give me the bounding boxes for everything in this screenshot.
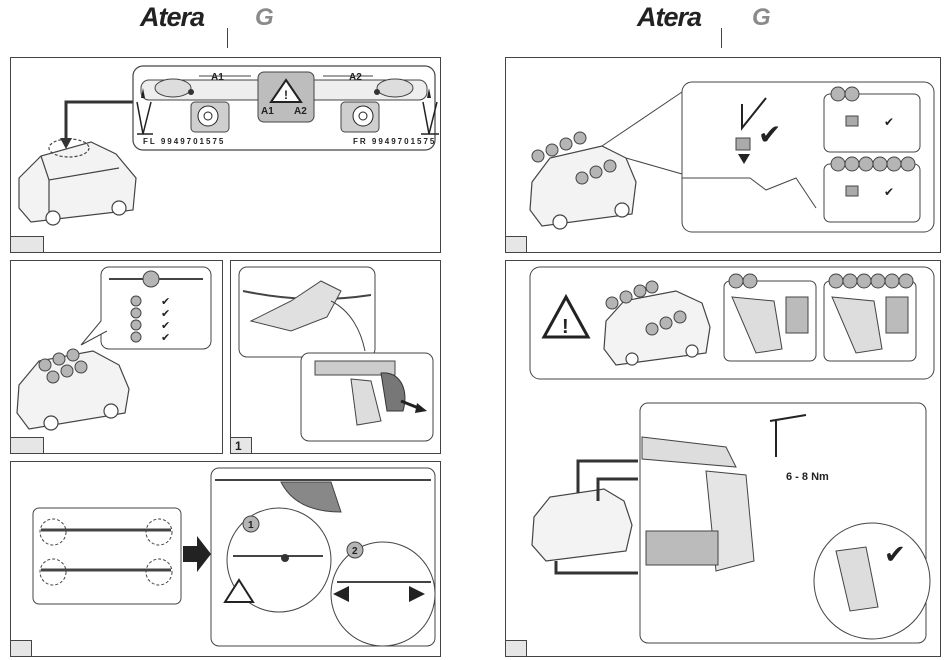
brand-logo-left: Atera (140, 2, 204, 33)
svg-text:✔: ✔ (758, 119, 781, 150)
step-overview-illustration: ! (11, 58, 441, 253)
panel-bolt-check: ✔ ✔ ✔ (505, 57, 941, 253)
panel-bar-adjust: 1 2 (10, 461, 441, 657)
step-1-illustration (231, 261, 441, 454)
a1-label: A1 (211, 72, 224, 83)
fr-part-code: FR 9949701575 (353, 137, 436, 146)
svg-text:✔: ✔ (161, 308, 170, 320)
brand-model-left: G (255, 4, 274, 32)
warn-a2-label: A2 (294, 106, 307, 117)
svg-text:!: ! (562, 316, 569, 338)
brand-logo-right: Atera (637, 2, 701, 33)
warn-a1-label: A1 (261, 106, 274, 117)
mount-torque-illustration: ! ✔ (506, 261, 941, 657)
panel-number-step-1: 1 (230, 437, 252, 454)
bar-adjust-illustration: 1 2 (11, 462, 441, 657)
panel-step-overview: ! A1 A2 A1 A2 FL 9949701575 FR 994970157… (10, 57, 441, 253)
svg-text:2: 2 (352, 546, 358, 557)
header-divider-left (227, 28, 228, 48)
svg-text:!: ! (284, 88, 288, 102)
foot-checklist-illustration: ✔ ✔ ✔ ✔ (11, 261, 223, 454)
svg-text:✔: ✔ (161, 332, 170, 344)
header-divider-right (721, 28, 722, 48)
fl-part-code: FL 9949701575 (143, 137, 225, 146)
van-illustration (19, 139, 136, 225)
panel-number-box (10, 640, 32, 657)
panel-number-box (505, 236, 527, 253)
panel-number-box (10, 236, 44, 253)
svg-text:✔: ✔ (884, 115, 894, 129)
brand-model-right: G (752, 4, 771, 32)
panel-step-1: 1 (230, 260, 441, 454)
bolt-check-illustration: ✔ ✔ ✔ (506, 58, 941, 253)
svg-text:✔: ✔ (161, 320, 170, 332)
torque-spec: 6 - 8 Nm (786, 471, 829, 483)
svg-text:1: 1 (248, 520, 254, 531)
svg-text:✔: ✔ (884, 539, 906, 569)
svg-text:✔: ✔ (884, 185, 894, 199)
a2-label: A2 (349, 72, 362, 83)
panel-mount-torque: ! ✔ 6 - 8 Nm (505, 260, 941, 657)
panel-number-box (505, 640, 527, 657)
panel-number-box (10, 437, 44, 454)
panel-foot-checklist: ✔ ✔ ✔ ✔ (10, 260, 223, 454)
svg-text:✔: ✔ (161, 296, 170, 308)
